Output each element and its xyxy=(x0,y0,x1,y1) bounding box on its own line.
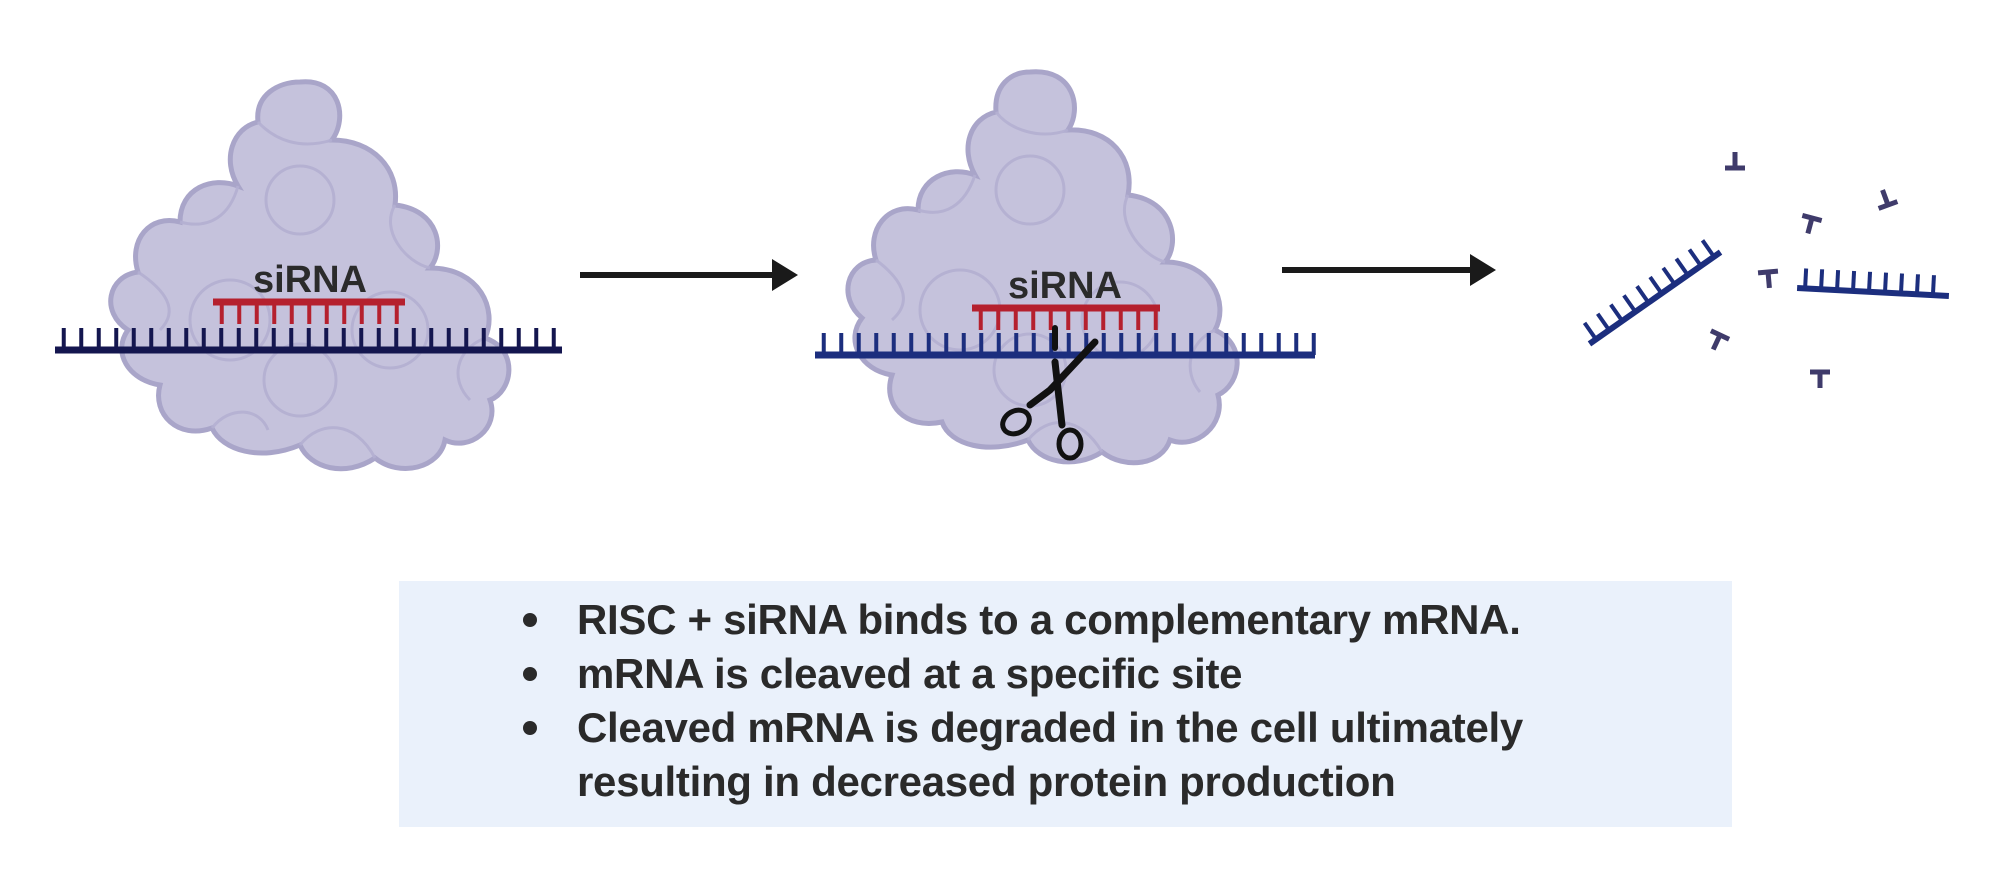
bullet-icon xyxy=(523,721,537,735)
caption-box: RISC + siRNA binds to a complementary mR… xyxy=(399,581,1732,827)
sirna-strand xyxy=(213,298,405,324)
bullet-icon xyxy=(523,667,537,681)
nucleotide-icon xyxy=(1810,369,1830,388)
caption-text: mRNA is cleaved at a specific site xyxy=(577,650,1243,697)
panel-cleavage: siRNA xyxy=(815,69,1316,466)
nucleotide-icon xyxy=(1801,212,1823,235)
mrna-strand xyxy=(55,328,562,354)
right-arrow-icon xyxy=(580,259,798,291)
mrna-fragment xyxy=(1582,239,1723,347)
sirna-strand xyxy=(972,304,1160,330)
risc-complex-icon xyxy=(108,79,512,472)
nucleotide-icon xyxy=(1877,189,1899,211)
caption-text: Cleaved mRNA is degraded in the cell ult… xyxy=(577,704,1523,805)
bullet-icon xyxy=(523,613,537,627)
caption-item: mRNA is cleaved at a specific site xyxy=(509,647,1689,701)
mrna-strand xyxy=(815,333,1316,359)
nucleotide-icon xyxy=(1709,328,1731,351)
nucleotide-icon xyxy=(1725,152,1745,171)
panel-binding: siRNA xyxy=(55,79,562,472)
sirna-label: siRNA xyxy=(253,259,367,301)
mrna-fragment xyxy=(1796,268,1950,299)
caption-item: Cleaved mRNA is degraded in the cell ult… xyxy=(509,701,1689,809)
right-arrow-icon xyxy=(1282,254,1496,286)
caption-text: RISC + siRNA binds to a complementary mR… xyxy=(577,596,1521,643)
caption-list: RISC + siRNA binds to a complementary mR… xyxy=(509,593,1689,809)
caption-item: RISC + siRNA binds to a complementary mR… xyxy=(509,593,1689,647)
panel-degradation xyxy=(1582,152,1950,388)
sirna-label: siRNA xyxy=(1008,265,1122,307)
nucleotide-icon xyxy=(1757,268,1779,289)
scissors-icon xyxy=(1000,325,1099,461)
nucleotide-fragments xyxy=(1709,152,1899,388)
